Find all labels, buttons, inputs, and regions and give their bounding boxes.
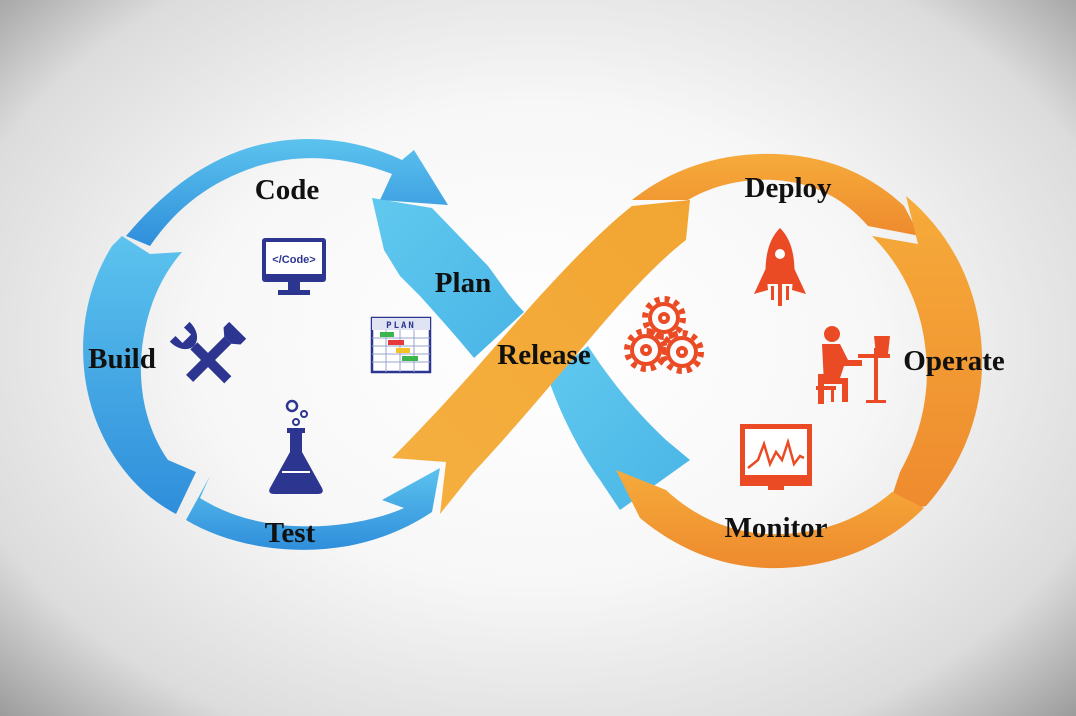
stage-label-operate: Operate <box>903 345 1005 377</box>
tools-icon <box>169 321 247 384</box>
stage-label-test: Test <box>265 517 316 549</box>
deploy-arrow <box>632 153 920 236</box>
stage-label-plan: Plan <box>435 267 491 299</box>
ops-loop <box>392 153 983 569</box>
stage-label-build: Build <box>88 343 156 375</box>
rocket-icon <box>754 228 806 306</box>
stage-label-release: Release <box>497 339 591 371</box>
build-arrow <box>83 236 196 514</box>
stage-label-code: Code <box>255 174 320 206</box>
plan-board-text: PLAN <box>386 321 416 331</box>
plan-crossing-arrow <box>548 346 690 510</box>
operator-desk-icon <box>816 326 890 404</box>
flask-icon <box>269 399 323 494</box>
plan-chart-icon: PLAN <box>370 316 432 374</box>
stage-label-deploy: Deploy <box>745 172 833 204</box>
code-monitor-text: </Code> <box>272 254 315 266</box>
monitor-graph-icon <box>740 424 812 490</box>
monitor-arrow <box>616 470 924 569</box>
plan-arrow <box>372 198 524 358</box>
test-arrow <box>186 468 440 550</box>
release-arrow <box>392 200 690 514</box>
dev-loop <box>83 138 690 550</box>
stage-label-monitor: Monitor <box>724 512 827 544</box>
code-arrow <box>126 138 448 246</box>
operate-arrow <box>872 196 983 514</box>
gears-icon <box>624 296 704 374</box>
code-monitor-icon: </Code> <box>262 238 326 295</box>
